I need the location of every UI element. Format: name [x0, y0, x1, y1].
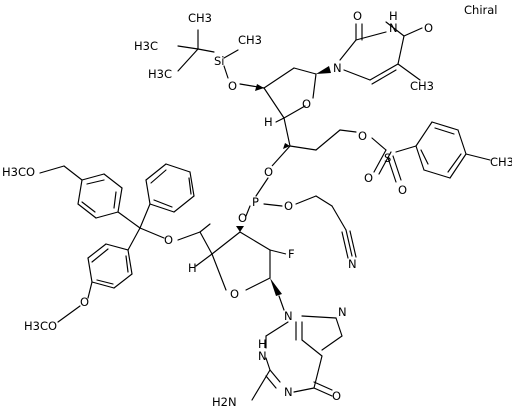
guanine-n1: N — [284, 385, 293, 399]
thymine-ch3: CH3 — [410, 79, 434, 93]
tosyl-o-ester: O — [358, 129, 367, 143]
bonds — [39, 21, 491, 401]
thymine-nh: H — [389, 9, 398, 23]
phosphite-o-upper: O — [264, 165, 273, 179]
tbs-si: Si — [214, 54, 225, 68]
phosphite-n-nitrile: N — [348, 257, 357, 271]
tosyl-o1: O — [364, 171, 373, 185]
thymine-o-top: O — [353, 9, 362, 23]
guanine-o6: O — [332, 389, 341, 403]
tosyl-ch3: CH3 — [490, 155, 512, 169]
atom-labels: Chiral H3C CH3 CH3 H3C Si O O H N O N CH… — [2, 3, 512, 409]
guanine-n9: N — [284, 309, 293, 323]
dmt-o-ether: O — [80, 295, 89, 309]
tbs-h3c-bottom: H3C — [148, 67, 172, 81]
phosphite-p: P — [252, 195, 259, 209]
dmt-h3co-top: H3CO — [2, 165, 35, 179]
thymine-o-right: O — [424, 21, 433, 35]
dmt-o-link: O — [164, 233, 173, 247]
tbs-ch3-top-right: CH3 — [238, 33, 262, 47]
phosphite-o-lower: O — [238, 211, 247, 225]
guanine-n7: N — [338, 305, 347, 319]
tbs-o: O — [228, 79, 237, 93]
bottom-sugar-h: H — [188, 261, 197, 275]
guanine-n3: N — [258, 349, 267, 363]
thymine-n1: N — [333, 61, 342, 75]
chiral-flag: Chiral — [464, 3, 497, 17]
thymine-n-top: N — [389, 21, 398, 35]
guanine-nh3-h: H — [258, 337, 267, 351]
tosyl-o2: O — [398, 183, 407, 197]
top-sugar-o-ring: O — [302, 97, 311, 111]
bottom-sugar-f: F — [288, 247, 295, 261]
guanine-nh2: H2N — [212, 395, 237, 409]
tbs-h3c-left: H3C — [134, 39, 158, 53]
tosyl-s: S — [384, 151, 391, 165]
bottom-sugar-o-ring: O — [230, 287, 239, 301]
tbs-ch3-top: CH3 — [188, 11, 212, 25]
phosphite-o-cyano: O — [284, 199, 293, 213]
dmt-h3co-bottom: H3CO — [24, 319, 57, 333]
top-sugar-h: H — [264, 115, 273, 129]
